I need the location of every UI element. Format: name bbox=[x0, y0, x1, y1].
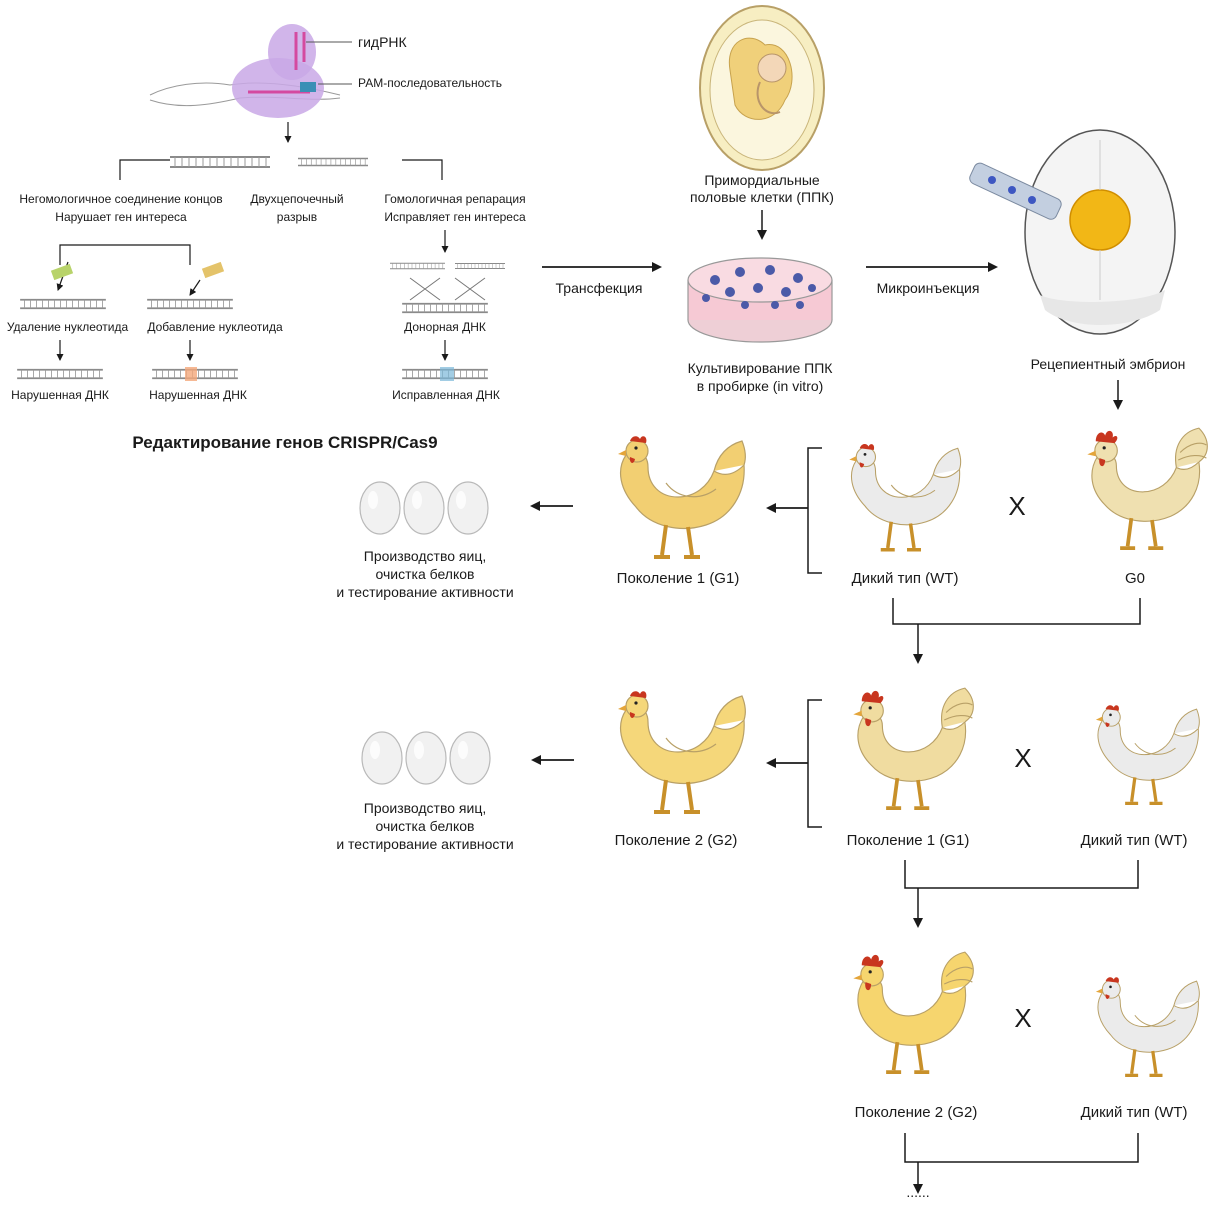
hen-g2-row2 bbox=[616, 689, 748, 814]
microinjection-label: Микроинъекция bbox=[876, 280, 980, 296]
donor-dna-label: Донорная ДНК bbox=[404, 320, 486, 334]
pgc-line2: половые клетки (ППК) bbox=[690, 189, 834, 205]
row2-egg-caption-1: Производство яиц, bbox=[363, 800, 487, 816]
deletion-label: Удаление нуклеотида bbox=[6, 320, 129, 334]
nhej-line2: Нарушает ген интереса bbox=[55, 210, 187, 224]
hen-wt-row3 bbox=[1094, 975, 1202, 1078]
petri-dish bbox=[687, 257, 833, 343]
hen-wt-row1 bbox=[847, 442, 963, 552]
cross-symbol-row1: X bbox=[1008, 491, 1026, 521]
dsb-dna bbox=[119, 156, 443, 180]
pam-label: РАМ-последовательность bbox=[358, 76, 503, 90]
row2-g2-label: Поколение 2 (G2) bbox=[614, 832, 738, 849]
row1-egg-caption-2: очистка белков bbox=[375, 566, 475, 582]
row1-wt-label: Дикий тип (WT) bbox=[851, 570, 959, 587]
pgc-culture-line2: в пробирке (in vitro) bbox=[696, 378, 824, 394]
rooster-g0 bbox=[1087, 428, 1207, 548]
row2-egg-caption-2: очистка белков bbox=[375, 818, 475, 834]
row3-wt-label: Дикий тип (WT) bbox=[1080, 1104, 1188, 1121]
recipient-embryo-label: Рецепиентный эмбрион bbox=[1030, 356, 1186, 372]
row1-egg-caption-1: Производство яиц, bbox=[363, 548, 487, 564]
row2-g1-label: Поколение 1 (G1) bbox=[846, 832, 970, 849]
pgc-line1: Примордиальные bbox=[704, 172, 820, 188]
corrected-dna-label: Исправленная ДНК bbox=[392, 388, 500, 402]
rooster-g1-row2 bbox=[853, 688, 973, 808]
row2-egg-caption-3: и тестирование активности bbox=[336, 836, 514, 852]
hdr-line1: Гомологичная репарация bbox=[384, 192, 526, 206]
transfection-label: Трансфекция bbox=[555, 280, 643, 296]
rooster-g2-row3 bbox=[853, 952, 973, 1072]
row1-g1-label: Поколение 1 (G1) bbox=[616, 570, 740, 587]
row3-g2-label: Поколение 2 (G2) bbox=[854, 1104, 978, 1121]
row1-g0-label: G0 bbox=[1124, 570, 1145, 587]
hdr-branch bbox=[390, 230, 505, 381]
row2-wt-label: Дикий тип (WT) bbox=[1080, 832, 1188, 849]
disrupted-dna-label-2: Нарушенная ДНК bbox=[149, 388, 247, 402]
hen-wt-row2 bbox=[1094, 703, 1202, 806]
continuation-dots: ...... bbox=[906, 1184, 930, 1200]
dsb-line1: Двухцепочечный bbox=[250, 192, 344, 206]
hdr-line2: Исправляет ген интереса bbox=[384, 210, 526, 224]
hen-g1-row1 bbox=[616, 434, 748, 559]
pgc-culture-line1: Культивирование ППК bbox=[687, 360, 833, 376]
embryo-egg bbox=[699, 5, 825, 171]
nhej-branch bbox=[16, 244, 240, 381]
recipient-egg bbox=[969, 129, 1176, 335]
row1-egg-caption-3: и тестирование активности bbox=[336, 584, 514, 600]
cross-symbol-row3: X bbox=[1014, 1003, 1032, 1033]
cross-symbol-row2: X bbox=[1014, 743, 1032, 773]
grna-label: гидРНК bbox=[358, 34, 407, 50]
nhej-line1: Негомологичное соединение концов bbox=[19, 192, 223, 206]
cas9-complex bbox=[149, 24, 352, 143]
disrupted-dna-label-1: Нарушенная ДНК bbox=[11, 388, 109, 402]
insertion-label: Добавление нуклеотида bbox=[147, 320, 283, 334]
dsb-line2: разрыв bbox=[276, 210, 318, 224]
crispr-title: Редактирование генов CRISPR/Cas9 bbox=[132, 433, 438, 452]
